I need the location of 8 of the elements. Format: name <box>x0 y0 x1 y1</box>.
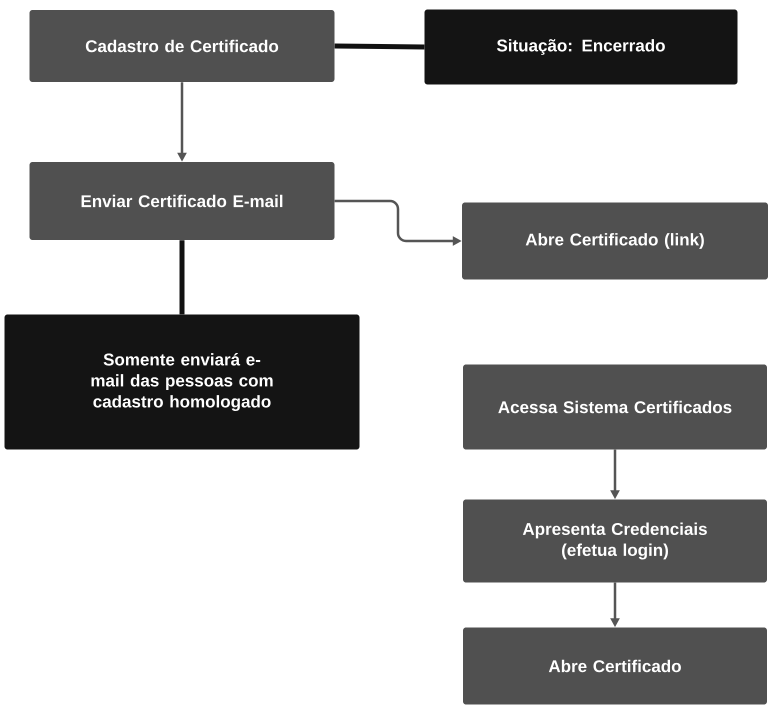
process-box: Acessa Sistema Certificados <box>463 364 767 450</box>
callout-box: Situação: Encerrado <box>424 10 738 84</box>
process-box: Abre Certificado (link) <box>462 202 768 280</box>
callout-box: Somente enviará e-mail das pessoas com cadastro homologado <box>4 314 360 450</box>
process-box: Apresenta Credenciais (efetua login) <box>463 500 767 582</box>
process-box: Enviar Certificado E-mail <box>30 162 334 240</box>
process-box: Abre Certificado <box>463 628 767 704</box>
process-box: Cadastro de Certificado <box>30 10 334 82</box>
